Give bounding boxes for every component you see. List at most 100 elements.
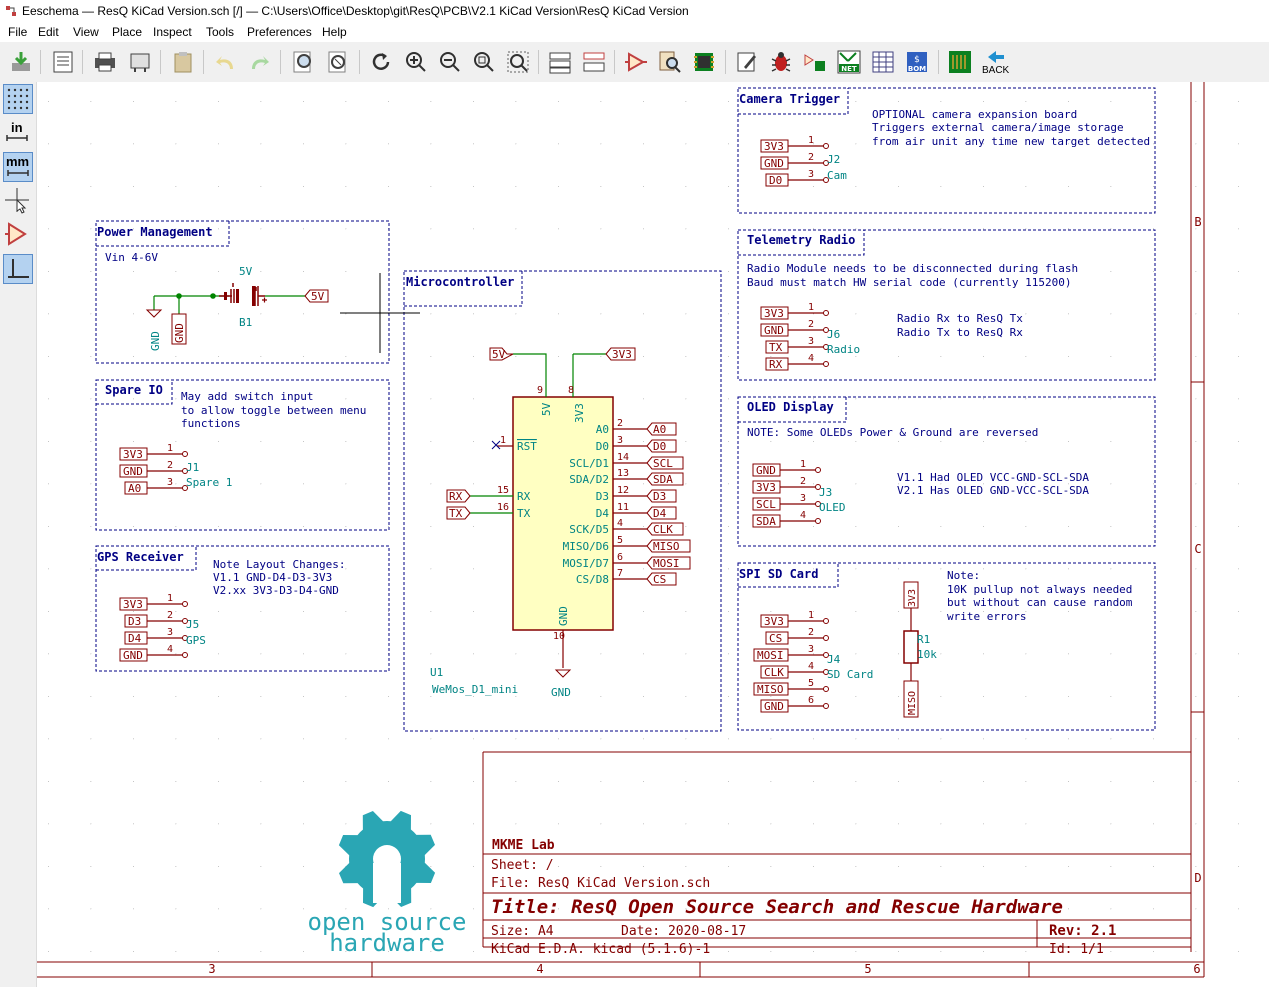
gps-pin-label-1: 3V3: [123, 598, 143, 611]
camera-pin-num-1: 1: [808, 135, 814, 146]
gps-pin-num-4: 4: [167, 644, 173, 655]
resistor-r1: [903, 630, 919, 664]
camera-ref: J2: [827, 153, 840, 166]
gnd-symbol-1: GND: [149, 331, 162, 351]
telemetry-note-3: Radio Rx to ResQ Tx: [897, 312, 1023, 325]
footprint-editor-icon[interactable]: [691, 49, 717, 75]
camera-pin-label-2: GND: [764, 157, 784, 170]
mcu-pin-num-9: 6: [617, 552, 623, 563]
bom-table-icon[interactable]: [870, 49, 896, 75]
telemetry-pin-num-2: 2: [808, 319, 814, 330]
units-mm-button[interactable]: mm: [3, 152, 33, 182]
title-block: MKME Lab Sheet: / File: ResQ KiCad Versi…: [482, 751, 1191, 957]
tb-title: Title: ResQ Open Source Search and Rescu…: [491, 896, 1063, 918]
redo-icon[interactable]: [246, 49, 272, 75]
camera-pin-label-1: 3V3: [764, 140, 784, 153]
telemetry-pin-label-4: RX: [769, 358, 783, 371]
menu-inspect[interactable]: Inspect: [153, 25, 192, 39]
assign-footprints-icon[interactable]: [802, 49, 828, 75]
gnd-label-2: GND: [173, 323, 186, 343]
print-icon[interactable]: [92, 49, 118, 75]
oled-ref: J3: [819, 486, 832, 499]
menu-view[interactable]: View: [73, 25, 99, 39]
symbol-browser-icon[interactable]: [657, 49, 683, 75]
spi-pin-num-5: 5: [808, 678, 814, 689]
telemetry-note-1: Radio Module needs to be disconnected du…: [747, 262, 1078, 275]
oshw-logo: open source hardware: [308, 810, 467, 957]
telemetry-note-4: Radio Tx to ResQ Rx: [897, 326, 1023, 339]
menu-tools[interactable]: Tools: [206, 25, 235, 39]
tb-sheet: Sheet: /: [491, 858, 554, 873]
mcu-net-3v3: 3V3: [612, 348, 632, 361]
cursor-shape-button[interactable]: [3, 186, 33, 216]
block-frames: [95, 87, 1156, 732]
oled-pin-label-2: 3V3: [756, 481, 776, 494]
paste-icon[interactable]: [170, 49, 196, 75]
redraw-icon[interactable]: [368, 49, 394, 75]
pin-rst-name: RST: [517, 440, 537, 453]
back-icon[interactable]: [982, 49, 1008, 75]
menu-preferences[interactable]: Preferences: [247, 25, 312, 39]
page-settings-icon[interactable]: [50, 49, 76, 75]
find-replace-icon[interactable]: [325, 49, 351, 75]
r1-bottom-label: MISO: [907, 691, 918, 715]
bom-icon[interactable]: $BOM: [904, 49, 930, 75]
telemetry-pin-label-3: TX: [769, 341, 783, 354]
leave-sheet-icon[interactable]: [581, 49, 607, 75]
pin-1-num: 1: [500, 435, 506, 446]
undo-icon[interactable]: [213, 49, 239, 75]
zoom-out-icon[interactable]: [437, 49, 463, 75]
tb-tool: KiCad E.D.A. kicad (5.1.6)-1: [491, 942, 710, 957]
mcu-pin-name-9: MOSI/D7: [563, 557, 609, 570]
r1-top-label: 3V3: [907, 589, 918, 607]
zoom-fit-icon[interactable]: [471, 49, 497, 75]
zoom-in-icon[interactable]: [403, 49, 429, 75]
line-mode-button[interactable]: [3, 254, 33, 284]
mcu-net-label-7: CLK: [653, 523, 673, 536]
back-label: BACK: [982, 65, 1010, 76]
oshw-logo-line1: open source: [308, 908, 467, 936]
camera-value: Cam: [827, 169, 847, 182]
spare-block: May add switch input to allow toggle bet…: [119, 390, 366, 495]
mcu-pin-name-2: D0: [596, 440, 609, 453]
grid-toggle-button[interactable]: [3, 84, 33, 114]
menu-edit[interactable]: Edit: [38, 25, 59, 39]
tb-id: Id: 1/1: [1049, 942, 1104, 957]
main-toolbar: NET $BOM BACK: [0, 42, 1269, 83]
border-row-d: D: [1194, 871, 1201, 885]
gps-pin-label-4: GND: [123, 649, 143, 662]
telemetry-block: Radio Module needs to be disconnected du…: [747, 262, 1078, 371]
oshw-logo-line2: hardware: [329, 929, 445, 957]
svg-text:$: $: [914, 55, 920, 65]
save-icon[interactable]: [8, 49, 34, 75]
tb-file: File: ResQ KiCad Version.sch: [491, 876, 710, 891]
schematic-canvas[interactable]: 3 4 5 6 B C D Power Management Spare IO …: [37, 82, 1269, 987]
units-inch-button[interactable]: in: [3, 118, 33, 148]
gps-pin-label-3: D4: [128, 632, 142, 645]
ruler-mm-icon: [7, 170, 29, 176]
erc-icon[interactable]: [768, 49, 794, 75]
mcu-block: 5V 3V3 9 8 5V 3V3 GND 10 GND 1 RST RX TX…: [430, 347, 691, 699]
symbol-editor-icon[interactable]: [623, 49, 649, 75]
zoom-selection-icon[interactable]: [505, 49, 531, 75]
menu-help[interactable]: Help: [322, 25, 347, 39]
camera-pin-label-3: D0: [769, 174, 782, 187]
hidden-pins-button[interactable]: [3, 220, 33, 250]
netlist-icon[interactable]: NET: [836, 49, 862, 75]
spare-block-title: Spare IO: [105, 383, 163, 397]
mcu-pin-name-5: D3: [596, 490, 609, 503]
menu-file[interactable]: File: [8, 25, 28, 39]
camera-block: OPTIONAL camera expansion board Triggers…: [760, 108, 1150, 187]
oled-pin-label-3: SCL: [756, 498, 776, 511]
annotate-icon[interactable]: [734, 49, 760, 75]
plot-icon[interactable]: [127, 49, 153, 75]
pcbnew-icon[interactable]: [947, 49, 973, 75]
svg-text:BOM: BOM: [908, 65, 926, 73]
find-icon[interactable]: [290, 49, 316, 75]
hierarchy-navigator-icon[interactable]: [547, 49, 573, 75]
border-row-c: C: [1194, 542, 1201, 556]
menu-place[interactable]: Place: [112, 25, 143, 39]
mcu-net-label-9: MOSI: [653, 557, 680, 570]
battery-value: 5V: [239, 265, 253, 278]
camera-pin-num-3: 3: [808, 169, 814, 180]
